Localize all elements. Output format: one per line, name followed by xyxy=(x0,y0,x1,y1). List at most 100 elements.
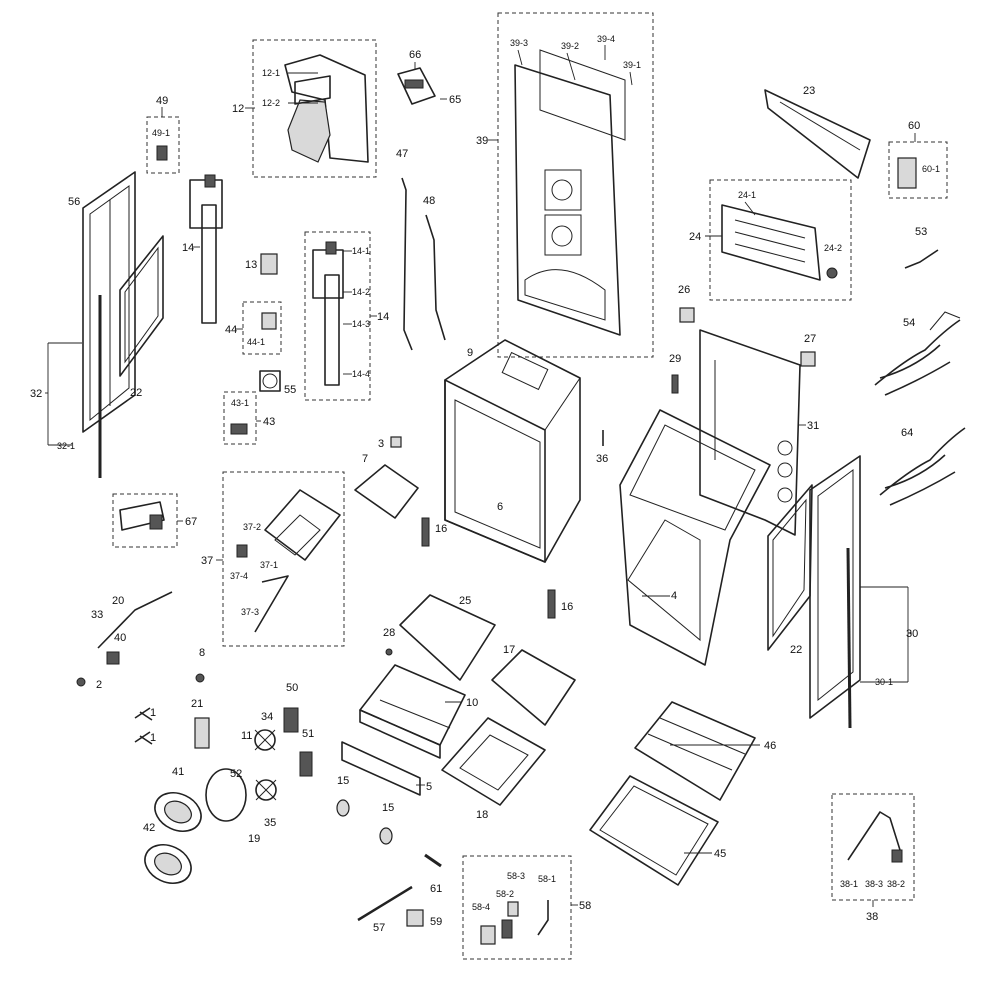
label-15a: 15 xyxy=(337,775,349,787)
label-65: 65 xyxy=(449,94,461,106)
label-23: 23 xyxy=(803,85,815,97)
label-38: 38 xyxy=(866,911,878,923)
rod-48 xyxy=(425,214,446,341)
label-38-2: 38-2 xyxy=(887,879,905,889)
label-61: 61 xyxy=(430,883,442,895)
part-21 xyxy=(194,717,210,749)
group-box-37 xyxy=(222,471,345,647)
label-19: 19 xyxy=(248,833,260,845)
part-37 xyxy=(254,489,341,633)
label-3: 3 xyxy=(378,438,384,450)
motor-50 xyxy=(283,707,299,733)
part-16b xyxy=(547,589,556,619)
label-39-1: 39-1 xyxy=(623,60,641,70)
part-28 xyxy=(385,648,393,656)
label-60-1: 60-1 xyxy=(922,164,940,174)
label-39-2: 39-2 xyxy=(561,41,579,51)
label-14-2: 14-2 xyxy=(352,287,370,297)
label-45: 45 xyxy=(714,848,726,860)
label-1b: 1 xyxy=(150,732,156,744)
drawer-front-5 xyxy=(341,741,421,796)
vent-panel-24 xyxy=(721,204,821,281)
label-12: 12 xyxy=(232,103,244,115)
label-22a: 22 xyxy=(130,387,142,399)
part-1a xyxy=(134,707,153,721)
part-37-4 xyxy=(236,544,248,558)
label-50: 50 xyxy=(286,682,298,694)
label-24-1: 24-1 xyxy=(738,190,756,200)
back-wall-31 xyxy=(699,329,801,536)
group-box-38 xyxy=(831,793,915,901)
vent-23 xyxy=(764,89,871,179)
label-8: 8 xyxy=(199,647,205,659)
fan-blade-35 xyxy=(255,779,277,801)
group-box-43 xyxy=(223,391,257,445)
power-cord-53 xyxy=(904,249,939,269)
label-44: 44 xyxy=(225,324,237,336)
door-hinge-left xyxy=(189,174,223,324)
label-37-1: 37-1 xyxy=(260,560,278,570)
label-14-1: 14-1 xyxy=(352,246,370,256)
part-33 xyxy=(97,591,173,649)
part-26 xyxy=(679,307,695,323)
drawer-10 xyxy=(359,664,466,759)
part-58-2 xyxy=(501,919,513,939)
label-13: 13 xyxy=(245,259,257,271)
group-box-12 xyxy=(252,39,377,178)
part-29 xyxy=(671,374,679,394)
label-1a: 1 xyxy=(150,707,156,719)
label-37-2: 37-2 xyxy=(243,522,261,532)
label-14-3: 14-3 xyxy=(352,319,370,329)
group-box-60 xyxy=(888,141,948,199)
label-14-4: 14-4 xyxy=(352,369,370,379)
label-4: 4 xyxy=(671,590,677,602)
oven-cavity-9 xyxy=(444,339,581,563)
label-16b: 16 xyxy=(561,601,573,613)
leveling-leg-15b xyxy=(379,827,393,845)
part-16a xyxy=(421,517,430,547)
label-11: 11 xyxy=(241,730,252,742)
label-31: 31 xyxy=(807,420,819,432)
label-32: 32 xyxy=(30,388,42,400)
label-30-1: 30-1 xyxy=(875,677,893,687)
part-17 xyxy=(491,649,576,726)
label-58-2: 58-2 xyxy=(496,889,514,899)
label-36: 36 xyxy=(596,453,608,465)
part-1b xyxy=(134,731,153,745)
label-66: 66 xyxy=(409,49,421,61)
label-10: 10 xyxy=(466,697,478,709)
label-16a: 16 xyxy=(435,523,447,535)
label-35: 35 xyxy=(264,817,276,829)
part-27 xyxy=(800,351,816,367)
label-51: 51 xyxy=(302,728,314,740)
label-38-3: 38-3 xyxy=(865,879,883,889)
label-27: 27 xyxy=(804,333,816,345)
part-61 xyxy=(424,853,442,868)
group-box-49 xyxy=(146,116,180,174)
label-37-4: 37-4 xyxy=(230,571,248,581)
rear-panel-39 xyxy=(514,49,626,336)
part-58-1 xyxy=(537,900,549,936)
broil-pan-18 xyxy=(441,717,546,806)
label-38-1: 38-1 xyxy=(840,879,858,889)
cover-41 xyxy=(154,791,202,833)
label-6: 6 xyxy=(497,501,503,513)
switch-44 xyxy=(261,312,277,330)
rack-frame-45 xyxy=(589,775,719,886)
label-30: 30 xyxy=(906,628,918,640)
fan-blade-34 xyxy=(254,729,276,751)
motor-51 xyxy=(299,751,313,777)
label-44-1: 44-1 xyxy=(247,337,265,347)
label-49-1: 49-1 xyxy=(152,128,170,138)
label-58: 58 xyxy=(579,900,591,912)
label-37: 37 xyxy=(201,555,213,567)
part-49 xyxy=(156,145,168,161)
label-21: 21 xyxy=(191,698,203,710)
label-59: 59 xyxy=(430,916,442,928)
label-46: 46 xyxy=(764,740,776,752)
oven-rack-46 xyxy=(634,701,756,801)
label-56: 56 xyxy=(68,196,80,208)
part-40 xyxy=(106,651,120,665)
part-43 xyxy=(230,423,248,435)
